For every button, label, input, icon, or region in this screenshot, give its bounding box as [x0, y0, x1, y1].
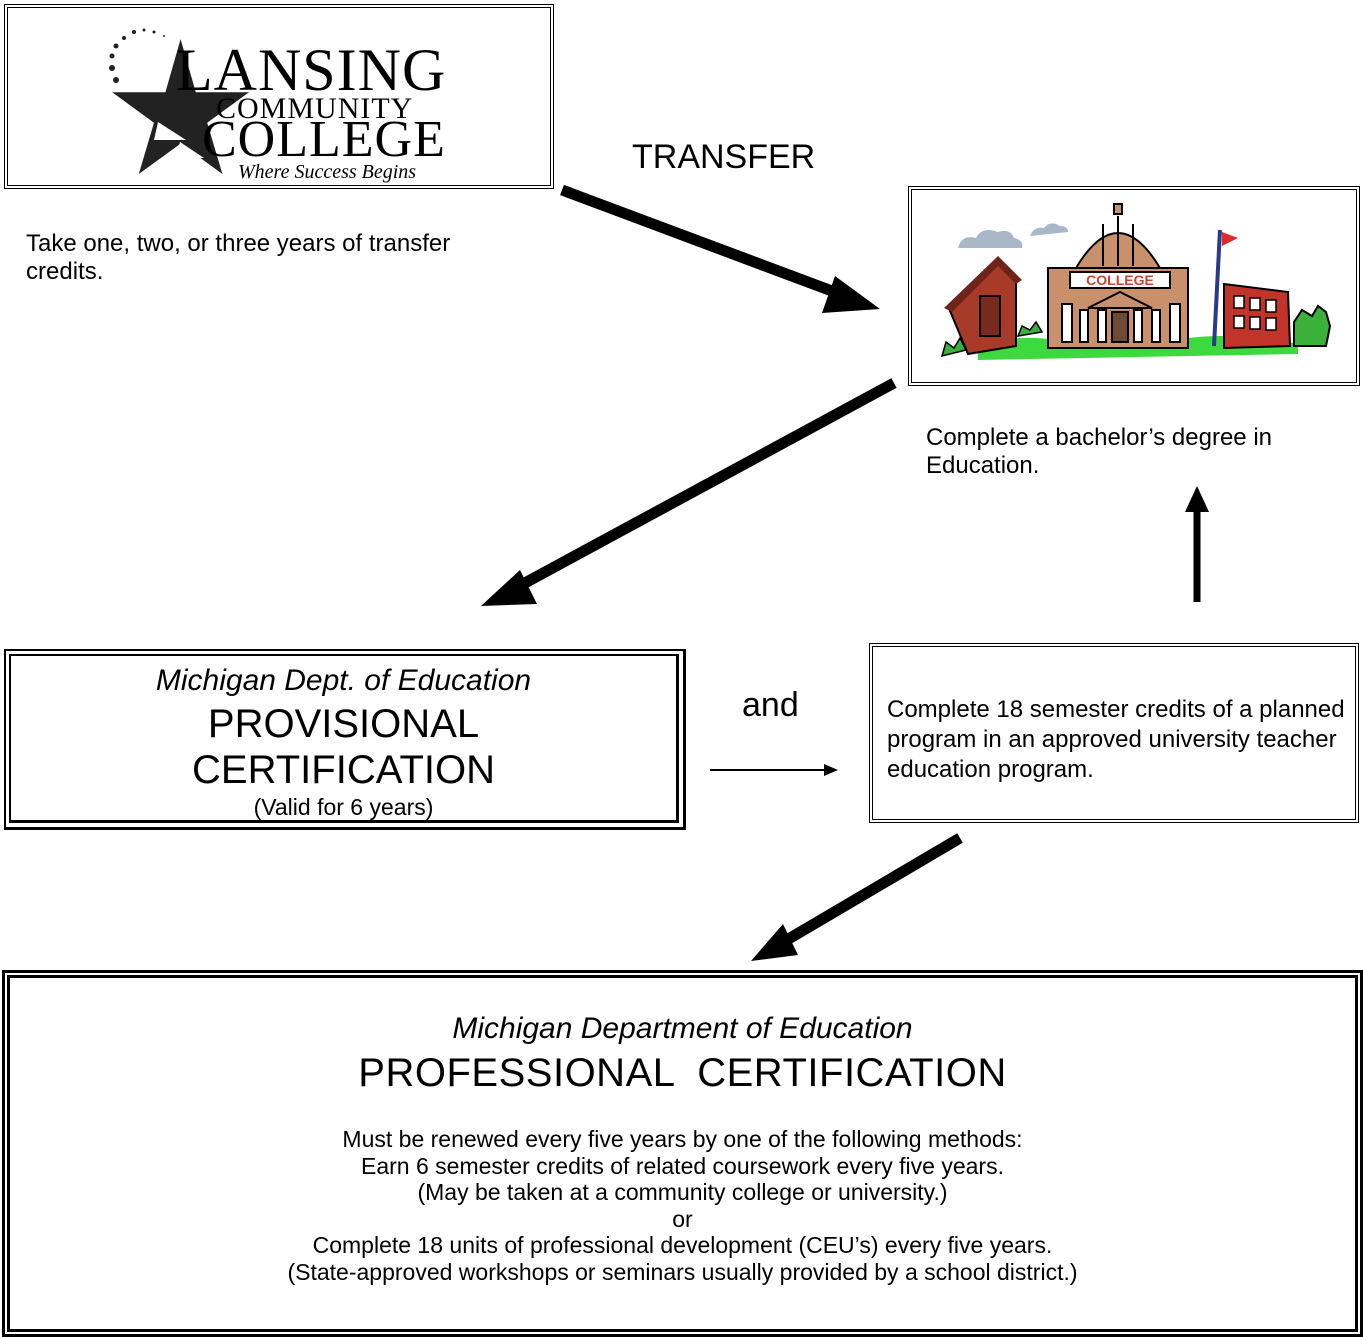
arrow-planned-to-professional	[751, 833, 963, 961]
provisional-department: Michigan Dept. of Education	[155, 664, 532, 697]
university-picture-box: COLLEGE	[908, 186, 1360, 386]
renewal-requirements: Must be renewed every five years by one …	[10, 1126, 1355, 1285]
arrow-provisional-to-planned	[710, 764, 838, 776]
college-sign-text: COLLEGE	[1086, 272, 1154, 288]
arrow-planned-to-college	[1185, 486, 1209, 602]
college-description: Complete a bachelor’s degree in Educatio…	[926, 424, 1272, 479]
planned-program-box: Complete 18 semester credits of a planne…	[869, 643, 1359, 823]
renewal-line: (State-approved workshops or seminars us…	[287, 1258, 1078, 1285]
logo-college: COLLEGE	[202, 111, 446, 168]
arrow-lcc-to-college	[560, 184, 880, 313]
logo-tagline: Where Success Begins	[238, 161, 417, 183]
lcc-logo: LANSING COMMUNITY COLLEGE Where Success …	[98, 22, 478, 182]
planned-program-text: Complete 18 semester credits of a planne…	[887, 696, 1345, 783]
lcc-description: Take one, two, or three years of transfe…	[26, 230, 451, 285]
professional-title: PROFESSIONAL CERTIFICATION	[358, 1051, 1007, 1095]
college-building-icon: COLLEGE	[940, 203, 1332, 360]
arrow-college-to-provisional	[481, 378, 897, 606]
renewal-line: or	[672, 1205, 693, 1232]
and-label: and	[742, 686, 799, 724]
logo-lansing: LANSING	[176, 37, 447, 103]
provisional-title-line1: PROVISIONAL	[207, 702, 480, 746]
star-icon	[109, 28, 249, 174]
renewal-line: Earn 6 semester credits of related cours…	[361, 1152, 1004, 1179]
renewal-line: Complete 18 units of professional develo…	[312, 1232, 1053, 1258]
renewal-line: (May be taken at a community college or …	[417, 1179, 948, 1205]
lcc-logo-box: LANSING COMMUNITY COLLEGE Where Success …	[4, 4, 554, 189]
professional-certification-box: Michigan Department of Education PROFESS…	[2, 970, 1363, 1337]
logo-community: COMMUNITY	[216, 92, 414, 125]
professional-department: Michigan Department of Education	[452, 1012, 913, 1045]
provisional-certification-box: Michigan Dept. of Education PROVISIONAL …	[4, 649, 686, 830]
provisional-validity: (Valid for 6 years)	[253, 794, 434, 820]
renewal-line: Must be renewed every five years by one …	[342, 1126, 1023, 1152]
provisional-title-line2: CERTIFICATION	[192, 748, 495, 792]
transfer-label: TRANSFER	[632, 138, 816, 176]
